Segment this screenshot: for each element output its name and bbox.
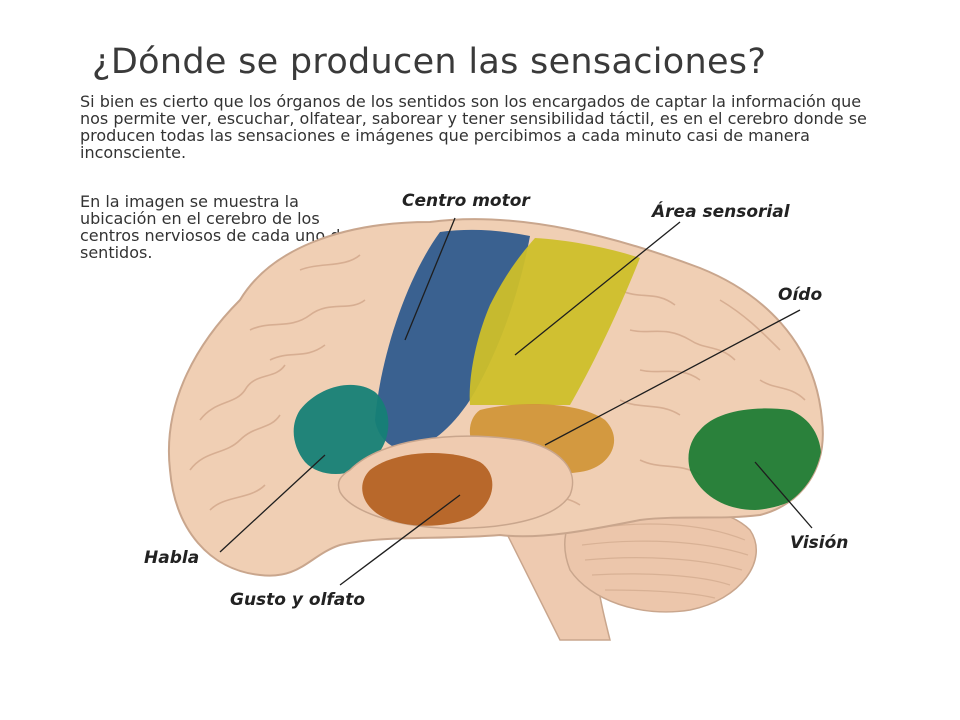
image-description-paragraph: En la imagen se muestra la ubicación en …: [80, 192, 378, 262]
intro-paragraph: Si bien es cierto que los órganos de los…: [80, 92, 867, 162]
leader-oido: [544, 309, 801, 446]
region-habla: [293, 384, 389, 474]
label-oido: Oído: [778, 285, 823, 305]
label-area-sensorial: Área sensorial: [652, 202, 790, 222]
page-title: ¿Dónde se producen las sensaciones?: [92, 42, 767, 82]
region-area-sensorial: [469, 238, 640, 405]
region-centro-motor: [375, 229, 530, 451]
label-vision: Visión: [790, 533, 849, 553]
region-vision: [688, 408, 822, 510]
label-centro-motor: Centro motor: [402, 191, 530, 211]
leader-vision: [754, 461, 813, 529]
leader-area-sensorial: [514, 221, 681, 356]
leader-habla: [219, 454, 326, 553]
leader-centro-motor: [404, 217, 456, 341]
leader-gusto-olfato: [339, 494, 461, 586]
label-habla: Habla: [144, 548, 200, 568]
label-gusto-olfato: Gusto y olfato: [230, 590, 366, 610]
region-gusto-olfato: [362, 452, 493, 526]
